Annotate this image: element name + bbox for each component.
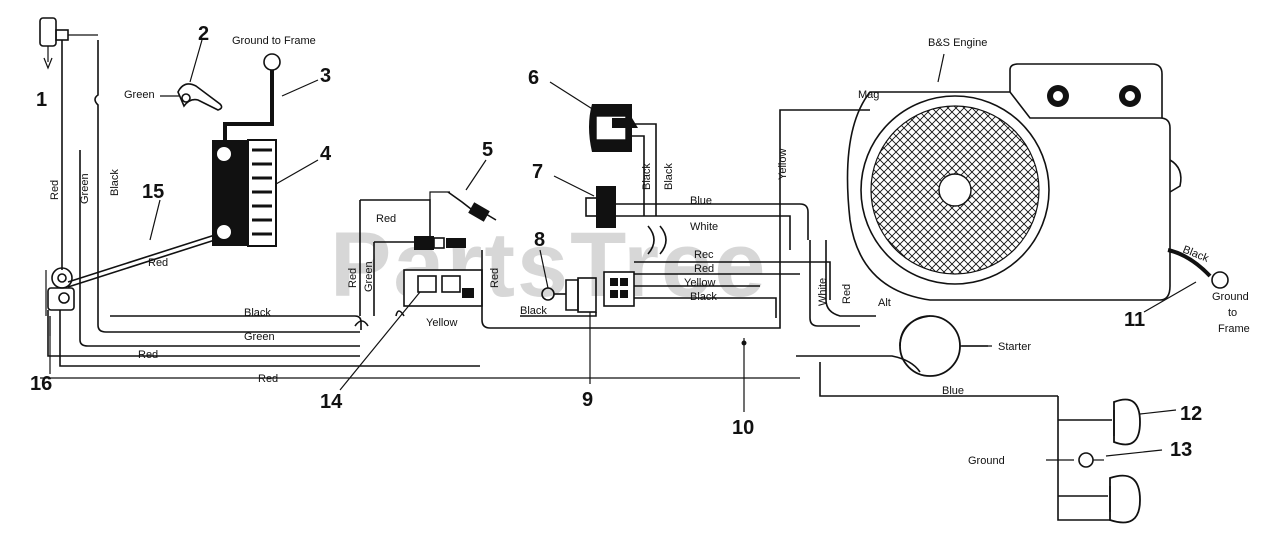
- wire-green-left: [79, 150, 360, 347]
- light-switch: [585, 186, 809, 250]
- wire-hops: [354, 310, 405, 327]
- wire-label-green-v1: Green: [363, 261, 375, 292]
- interlock-switch: [39, 17, 98, 70]
- wire-label-yellow-top: Yellow: [777, 149, 789, 180]
- light-socket: [429, 191, 497, 222]
- wire-white-v: [809, 240, 860, 327]
- wire-label-white-top: White: [690, 221, 718, 233]
- wire-label-red-v2: Red: [489, 268, 501, 288]
- headlight-lower: [1109, 474, 1141, 524]
- ground-strap: [223, 53, 281, 140]
- wire-red-15: [67, 233, 219, 283]
- label-mag: Mag: [858, 89, 879, 101]
- wire-red-bottom1: [47, 310, 360, 357]
- wire-black-bottom: [110, 315, 362, 330]
- callout-13: 13: [1170, 439, 1192, 461]
- callout-6: 6: [528, 67, 539, 89]
- wire-label-black-bottom: Black: [244, 307, 271, 319]
- wire-label-black-6a: Black: [641, 163, 653, 190]
- wire-label-red-v1: Red: [347, 268, 359, 288]
- wire-label-white-v: White: [817, 278, 829, 306]
- callout-8: 8: [534, 229, 545, 251]
- wire-label-green-left: Green: [79, 173, 91, 204]
- wire-label-black-left: Black: [109, 169, 121, 196]
- callout-16: 16: [30, 373, 52, 395]
- battery: [212, 139, 277, 247]
- engine: [846, 63, 1182, 301]
- callout-15: 15: [142, 181, 164, 203]
- wire-label-black-6b: Black: [663, 163, 675, 190]
- wire-label-black-9: Black: [690, 291, 717, 303]
- callout-12: 12: [1180, 403, 1202, 425]
- wire-label-blue-bottom: Blue: [942, 385, 964, 397]
- callout-2: 2: [198, 23, 209, 45]
- ground-terminal: [1211, 271, 1229, 289]
- wire-label-red-bottom2: Red: [258, 373, 278, 385]
- label-ground-right-2: to: [1228, 307, 1237, 319]
- callout-11: 11: [1124, 309, 1145, 331]
- headlight-upper: [1113, 398, 1141, 446]
- callout-10: 10: [732, 417, 754, 439]
- leader-lines: [49, 39, 1197, 461]
- wire-label-red-bottom1: Red: [138, 349, 158, 361]
- callout-3: 3: [320, 65, 331, 87]
- label-ground-right-1: Ground: [1212, 291, 1249, 303]
- ground-strap-engine: [1167, 248, 1212, 278]
- connector-plug: [414, 236, 466, 250]
- callout-5: 5: [482, 139, 493, 161]
- ground-screw: [1078, 452, 1094, 468]
- watermark: PartsTree: [330, 214, 767, 316]
- toggle-switch: [589, 104, 657, 216]
- label-ground-right-3: Frame: [1218, 323, 1250, 335]
- wire-label-yellow-bottom: Yellow: [426, 317, 457, 329]
- wire-label-black-8: Black: [520, 305, 547, 317]
- callout-1: 1: [36, 89, 47, 111]
- ignition-switch: [541, 271, 635, 313]
- wire-lights: [1057, 396, 1112, 521]
- wire-starter: [796, 355, 921, 373]
- wire-red-green-v: [359, 199, 431, 316]
- callout-7: 7: [532, 161, 543, 183]
- wire-label-red-15: Red: [148, 257, 168, 269]
- ground-clip: [177, 83, 223, 111]
- wire-red-bottom2: [59, 310, 480, 367]
- label-ground-lights: Ground: [968, 455, 1005, 467]
- wire-label-red-left: Red: [49, 180, 61, 200]
- wire-label-red-9a: Rec: [694, 249, 714, 261]
- fuse-block: [403, 269, 483, 307]
- wire-label-red-9b: Red: [694, 263, 714, 275]
- wire-red-15b: [67, 238, 219, 288]
- wire-label-green-bottom: Green: [244, 331, 275, 343]
- wire-label-green-top: Green: [124, 89, 155, 101]
- callout-14: 14: [320, 391, 343, 413]
- callout-9: 9: [582, 389, 593, 411]
- label-alt: Alt: [878, 297, 891, 309]
- flywheel: [860, 95, 1050, 285]
- label-engine: B&S Engine: [928, 37, 987, 49]
- wire-label-blue-top: Blue: [690, 195, 712, 207]
- wire-loops: [647, 225, 667, 255]
- wire-black-left: [94, 40, 360, 333]
- wire-label-red-5: Red: [376, 213, 396, 225]
- wire-label-red-v: Red: [841, 284, 853, 304]
- wire-red-9a: [634, 261, 831, 300]
- wire-black-8: [520, 312, 597, 317]
- wire-red-v: [825, 240, 876, 317]
- callout-4: 4: [320, 143, 332, 165]
- wire-black-9: [634, 297, 777, 318]
- label-ground-frame-top: Ground to Frame: [232, 35, 316, 47]
- wire-blue-bottom: [819, 362, 1058, 397]
- wire-yellow-main: [481, 109, 870, 329]
- label-starter: Starter: [998, 341, 1031, 353]
- wire-label-yellow-9: Yellow: [684, 277, 715, 289]
